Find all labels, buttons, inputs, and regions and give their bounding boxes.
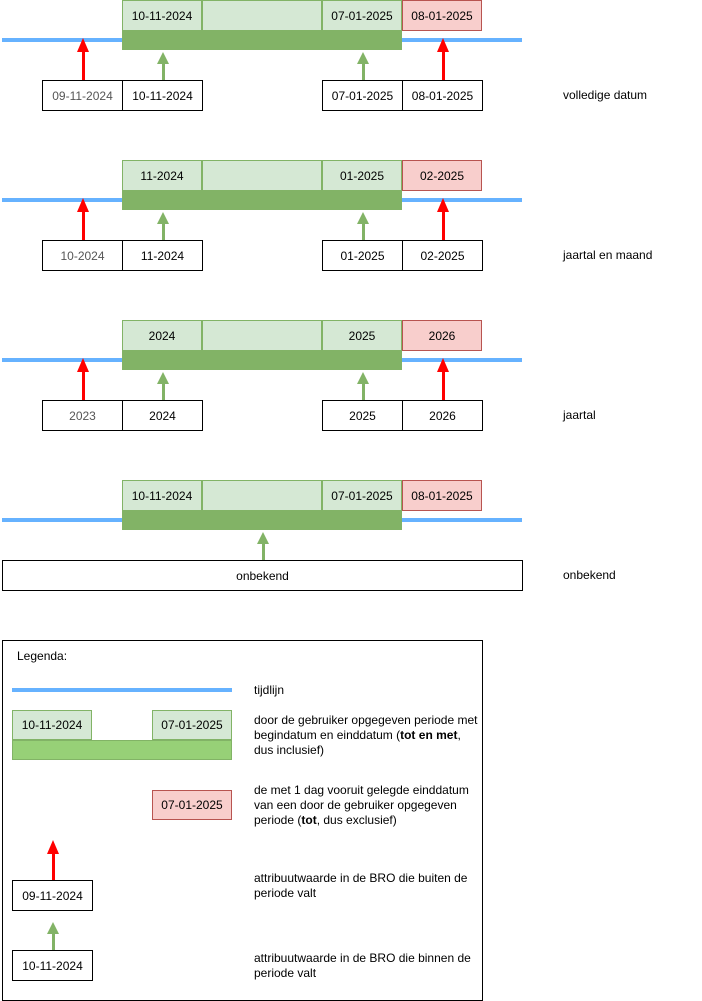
legend-end-desc-bold: tot bbox=[301, 813, 317, 827]
period-middle-cell bbox=[202, 320, 322, 351]
period-start-cell: 10-11-2024 bbox=[122, 0, 202, 31]
arrow-outside-up-icon bbox=[437, 358, 449, 400]
arrow-inside-up-icon bbox=[157, 372, 169, 400]
value-box-inside: 2025 bbox=[322, 400, 403, 431]
legend-period-end-cell: 07-01-2025 bbox=[152, 710, 232, 740]
arrow-inside-up-icon bbox=[357, 52, 369, 80]
row-label: onbekend bbox=[563, 568, 616, 582]
legend-inside-description: attribuutwaarde in de BRO die binnen de … bbox=[254, 951, 471, 980]
value-box-outside: 10-2024 bbox=[42, 240, 123, 271]
legend-timeline-label: tijdlijn bbox=[254, 683, 285, 697]
period-end-cell: 07-01-2025 bbox=[322, 480, 402, 511]
value-box-inside: 07-01-2025 bbox=[322, 80, 403, 111]
value-box-outside: 2023 bbox=[42, 400, 123, 431]
end-exclusive-cell: 2026 bbox=[402, 320, 482, 351]
arrow-inside-up-icon bbox=[157, 52, 169, 80]
arrow-inside-up-icon bbox=[257, 532, 269, 560]
period-middle-cell bbox=[202, 0, 322, 31]
legend-period-start-cell: 10-11-2024 bbox=[12, 710, 92, 740]
period-bar bbox=[122, 511, 402, 530]
period-start-cell: 2024 bbox=[122, 320, 202, 351]
legend-period-desc-part1: door de gebruiker opgegeven periode met … bbox=[254, 713, 478, 742]
arrow-outside-up-icon bbox=[437, 38, 449, 80]
arrow-inside-up-icon bbox=[357, 212, 369, 240]
arrow-outside-up-icon bbox=[437, 198, 449, 240]
legend-value-box-inside: 10-11-2024 bbox=[12, 950, 93, 981]
legend-arrow-outside-up-icon bbox=[47, 840, 59, 880]
period-middle-cell bbox=[202, 160, 322, 191]
period-bar bbox=[122, 351, 402, 370]
value-box-outside: 08-01-2025 bbox=[402, 80, 483, 111]
legend-end-exclusive-cell: 07-01-2025 bbox=[152, 790, 232, 820]
legend-period-bar bbox=[12, 740, 232, 760]
value-box-inside: 2024 bbox=[122, 400, 203, 431]
value-box-inside: 10-11-2024 bbox=[122, 80, 203, 111]
legend-end-desc-part2: , dus exclusief) bbox=[316, 813, 397, 827]
legend-value-box-outside: 09-11-2024 bbox=[12, 880, 93, 911]
end-exclusive-cell: 08-01-2025 bbox=[402, 480, 482, 511]
legend-period-desc-part2: , dus inclusief) bbox=[254, 728, 461, 757]
legend-end-desc-part1: de met 1 dag vooruit gelegde einddatum v… bbox=[254, 783, 469, 827]
period-end-cell: 07-01-2025 bbox=[322, 0, 402, 31]
legend-title: Legenda: bbox=[17, 649, 68, 663]
period-middle-cell bbox=[202, 480, 322, 511]
row-label: jaartal en maand bbox=[563, 248, 653, 262]
period-bar bbox=[122, 31, 402, 50]
period-end-cell: 01-2025 bbox=[322, 160, 402, 191]
row-label: jaartal bbox=[563, 408, 596, 422]
value-box-inside: 01-2025 bbox=[322, 240, 403, 271]
legend-arrow-inside-up-icon bbox=[47, 922, 59, 950]
period-end-cell: 2025 bbox=[322, 320, 402, 351]
legend-outside-description: attribuutwaarde in de BRO die buiten de … bbox=[254, 871, 468, 900]
value-box-outside: 09-11-2024 bbox=[42, 80, 123, 111]
period-start-cell: 10-11-2024 bbox=[122, 480, 202, 511]
legend-timeline-sample bbox=[12, 688, 232, 692]
arrow-outside-up-icon bbox=[77, 38, 89, 80]
value-box-outside: 2026 bbox=[402, 400, 483, 431]
period-start-cell: 11-2024 bbox=[122, 160, 202, 191]
row-label: volledige datum bbox=[563, 88, 648, 102]
arrow-inside-up-icon bbox=[157, 212, 169, 240]
legend-panel bbox=[2, 640, 483, 1001]
legend-period-desc-bold: tot en met bbox=[400, 728, 458, 742]
legend-period-description: door de gebruiker opgegeven periode met … bbox=[254, 713, 482, 758]
legend-end-exclusive-description: de met 1 dag vooruit gelegde einddatum v… bbox=[254, 783, 482, 828]
arrow-outside-up-icon bbox=[77, 198, 89, 240]
period-bar bbox=[122, 191, 402, 210]
value-box-unknown: onbekend bbox=[2, 560, 523, 591]
end-exclusive-cell: 02-2025 bbox=[402, 160, 482, 191]
arrow-inside-up-icon bbox=[357, 372, 369, 400]
value-box-outside: 02-2025 bbox=[402, 240, 483, 271]
value-box-inside: 11-2024 bbox=[122, 240, 203, 271]
arrow-outside-up-icon bbox=[77, 358, 89, 400]
end-exclusive-cell: 08-01-2025 bbox=[402, 0, 482, 31]
